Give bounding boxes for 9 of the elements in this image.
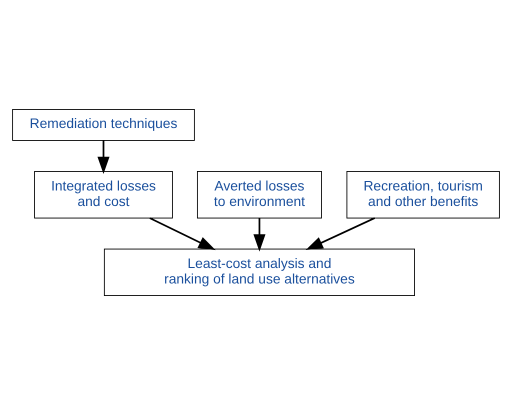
arrow xyxy=(306,217,376,250)
node-box: Remediation techniques xyxy=(12,109,195,141)
arrow xyxy=(97,140,110,174)
node-box: Least-cost analysis and ranking of land use alternatives xyxy=(104,248,415,296)
arrow xyxy=(253,218,266,252)
node-box: Recreation, tourism and other benefits xyxy=(346,171,500,218)
node-box: Averted losses to environment xyxy=(196,171,322,218)
arrow xyxy=(149,217,216,250)
node-box: Integrated losses and cost xyxy=(34,171,173,218)
